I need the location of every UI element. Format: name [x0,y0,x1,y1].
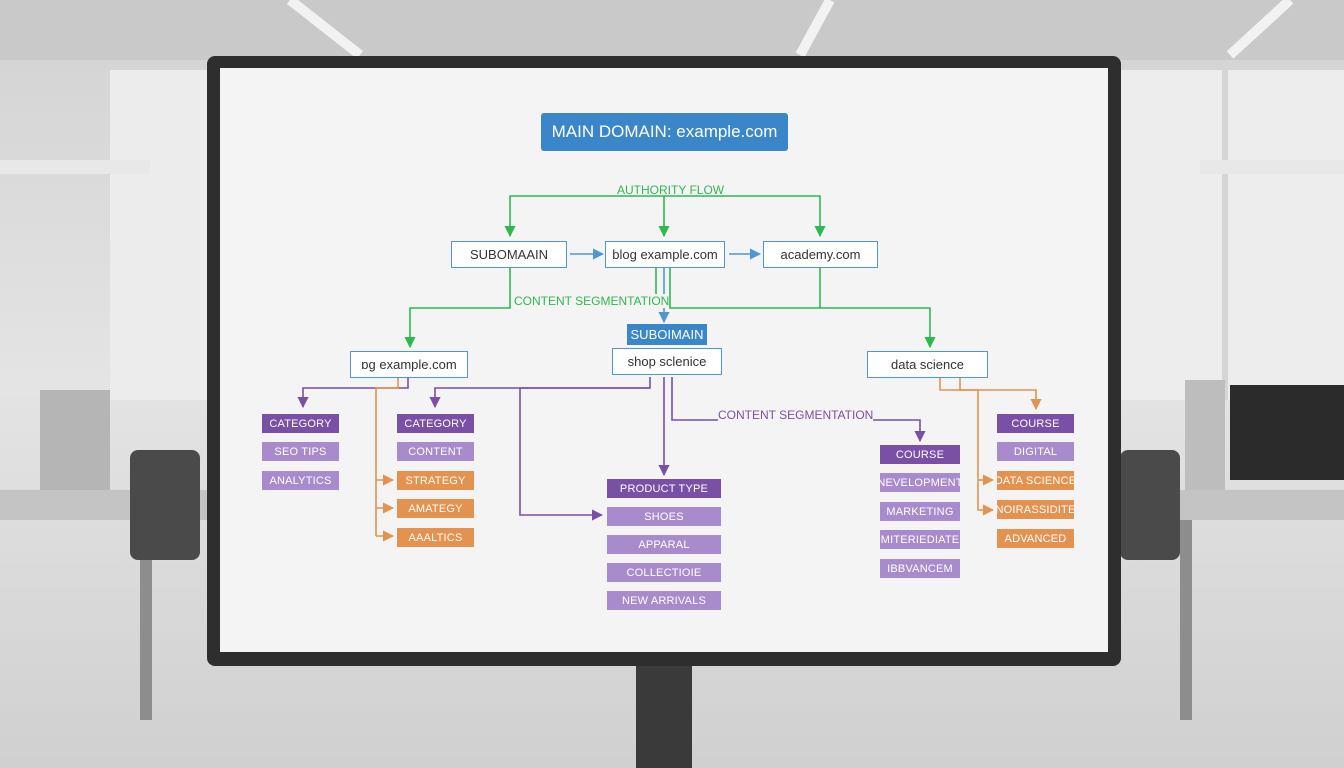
data-col2-tag: ADVANCED [997,529,1074,548]
authority-left-line [504,195,664,238]
blog-col1-tag: CATEGORY [262,414,339,433]
content-segmentation-label-top: CONTENT SEGMENTATION [514,294,670,308]
seg-left-line [404,268,511,349]
data-col1-tag: COURSE [880,445,960,464]
data-col1-tag: MARKETING [880,502,960,521]
subdomain-badge: SUBOIMAIN [627,324,707,345]
data-science-box: data science [867,351,988,378]
data-col1-tag: NEVELOPMENT [880,473,960,492]
data-col1-tag: IBBVANCEM [880,559,960,578]
shop-col-tag: COLLECTIOIE [607,563,721,582]
academy-domain-box: academy.com [763,241,878,268]
data-col2-tag: NOIRASSIDITE [997,500,1074,519]
blog-col2-tag: CONTENT [397,442,474,461]
shop-subdomain-box: shop sclenice [612,348,722,375]
data-col2-tag: DATA SCIENCE [997,471,1074,490]
authority-right-line [664,195,826,238]
shop-col-tag: PRODUCT TYPE [607,479,721,498]
orange-data-side [959,377,995,516]
blog-domain-box: blog example.com [605,241,725,268]
blog-col2-tag: AAALTICS [397,528,474,547]
shop-col-tag: APPARAL [607,535,721,554]
shop-col-tag: SHOES [607,507,721,526]
blog-subdomain-box: ɒg example.com [350,351,468,378]
blog-col2-tag: CATEGORY [397,414,474,433]
blog-col1-tag: ANALYTICS [262,471,339,490]
data-col2-tag: COURSE [997,414,1074,433]
shop-branch-shoes [519,387,650,521]
orange-blog-bracket [375,377,399,536]
orange-data-bracket [939,377,1042,411]
authority-flow-label: AUTHORITY FLOW [617,183,725,197]
blog-col2-tag: STRATEGY [397,471,474,490]
shop-col-tag: NEW ARRIVALS [607,591,721,610]
main-domain-title: MAIN DOMAIN: example.com [541,113,788,151]
blog-col2-tag: AMATEGY [397,499,474,518]
blog-branch-1 [297,377,409,409]
data-col1-tag: MITERIEDIATE [880,530,960,549]
content-segmentation-label-mid: CONTENT SEGMENTATION [718,408,874,422]
data-col2-tag: DIGITAL [997,442,1074,461]
seg-right-line [669,268,936,349]
blog-col1-tag: SEO TIPS [262,442,339,461]
subdomain-box: SUBOMAAIN [451,241,567,268]
